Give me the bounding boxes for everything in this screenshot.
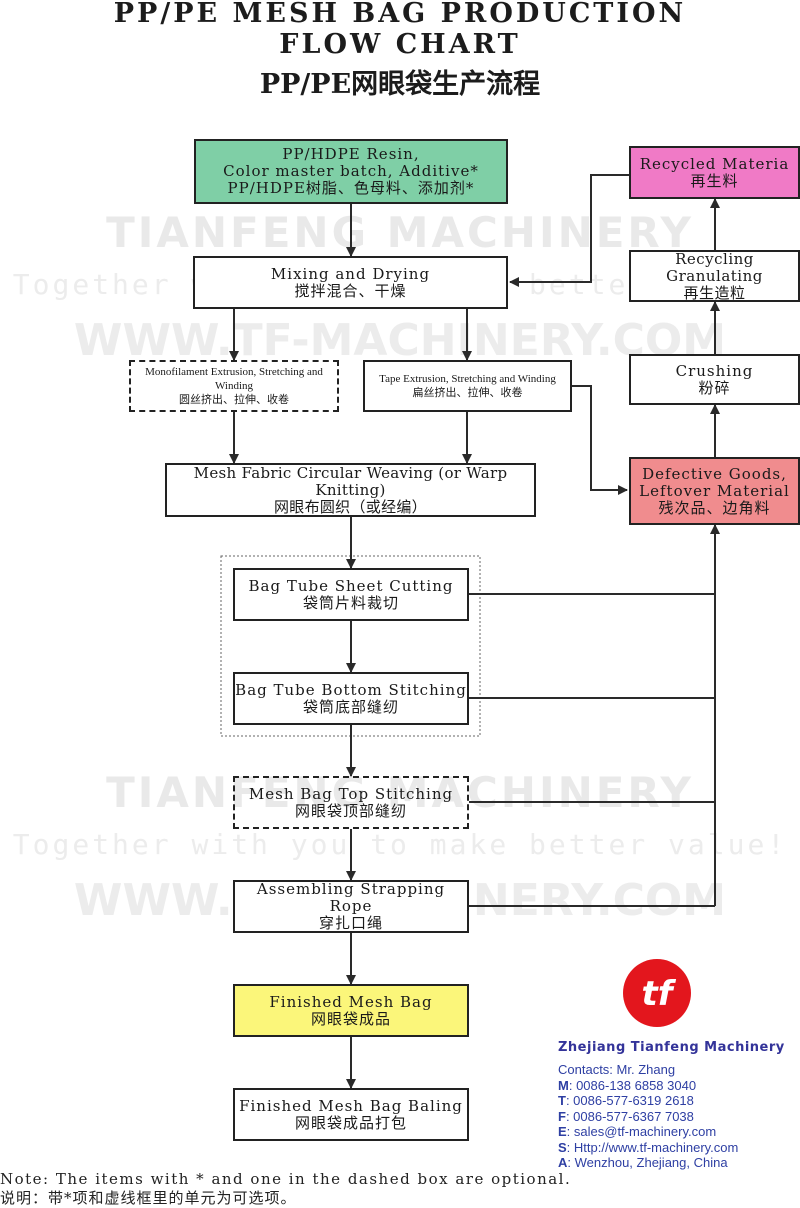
contact-mobile: M: 0086-138 6858 3040 xyxy=(558,1078,738,1094)
arrow-tape-defective xyxy=(572,385,628,495)
contact-site: S: Http://www.tf-machinery.com xyxy=(558,1140,738,1156)
node-crushing-cn: 粉碎 xyxy=(698,378,731,397)
contact-site-label: S xyxy=(558,1139,567,1155)
contact-address: A: Wenzhou, Zhejiang, China xyxy=(558,1155,738,1171)
node-rope: Assembling Strapping Rope 穿扎口绳 xyxy=(233,880,469,933)
node-tape: Tape Extrusion, Stretching and Winding 扁… xyxy=(363,360,572,412)
node-weaving: Mesh Fabric Circular Weaving (or Warp Kn… xyxy=(165,463,536,517)
note-cn: 说明：带*项和虚线框里的单元为可选项。 xyxy=(0,1189,297,1207)
node-weaving-cn: 网眼布圆织（或经编） xyxy=(273,497,427,516)
node-rope-cn: 穿扎口绳 xyxy=(318,914,383,932)
node-top: Mesh Bag Top Stitching 网眼袋顶部缝纫 xyxy=(233,776,469,829)
node-top-cn: 网眼袋顶部缝纫 xyxy=(294,801,407,820)
node-mixing: Mixing and Drying 搅拌混合、干燥 xyxy=(193,256,508,309)
contact-mobile-label: M xyxy=(558,1077,569,1093)
contact-address-value: : Wenzhou, Zhejiang, China xyxy=(567,1155,728,1170)
node-granulating-en: Recycling Granulating xyxy=(666,249,763,285)
node-monofilament-en: Monofilament Extrusion, Stretching and W… xyxy=(145,366,323,392)
watermark-url: WWW.TF-MACHINERY.COM xyxy=(73,315,727,366)
contact-fax-label: F xyxy=(558,1108,566,1124)
contact-email-value: : sales@tf-machinery.com xyxy=(566,1124,717,1139)
node-resin-cn: PP/HDPE树脂、色母料、添加剂* xyxy=(227,179,475,197)
node-cutting-cn: 袋筒片料裁切 xyxy=(302,593,399,612)
node-mixing-cn: 搅拌混合、干燥 xyxy=(294,281,407,300)
node-baling-cn: 网眼袋成品打包 xyxy=(294,1113,407,1132)
contact-email: E: sales@tf-machinery.com xyxy=(558,1124,738,1140)
contact-site-value: : Http://www.tf-machinery.com xyxy=(566,1139,739,1155)
contact-fax: F: 0086-577-6367 7038 xyxy=(558,1109,738,1125)
node-resin-en1: PP/HDPE Resin, xyxy=(282,145,420,163)
node-bottom: Bag Tube Bottom Stitching 袋筒底部缝纫 xyxy=(233,672,469,725)
node-defective-en2: Leftover Material xyxy=(639,481,790,500)
node-mixing-en: Mixing and Drying xyxy=(270,264,431,283)
node-bottom-en: Bag Tube Bottom Stitching xyxy=(235,680,467,699)
title-line-3: PP/PE网眼袋生产流程 xyxy=(259,69,541,100)
node-top-en: Mesh Bag Top Stitching xyxy=(248,784,454,803)
contact-email-label: E xyxy=(558,1124,567,1139)
node-baling-en: Finished Mesh Bag Baling xyxy=(239,1096,463,1115)
watermark-brand: TIANFENG MACHINERY xyxy=(106,208,694,257)
title-line-1: PP/PE MESH BAG PRODUCTION xyxy=(113,0,687,29)
title-line-2: FLOW CHART xyxy=(279,29,521,60)
node-resin: PP/HDPE Resin, Color master batch, Addit… xyxy=(194,139,508,204)
contacts-person: Contacts: Mr. Zhang xyxy=(558,1062,676,1077)
arrow-recycled-mixing xyxy=(509,174,629,287)
node-rope-en: Assembling Strapping Rope xyxy=(256,880,446,915)
node-finished-en: Finished Mesh Bag xyxy=(269,992,433,1011)
contact-tel-label: T xyxy=(558,1093,566,1108)
contact-block: Contacts: Mr. Zhang M: 0086-138 6858 304… xyxy=(558,1062,738,1171)
contact-tel-value: : 0086-577-6319 2618 xyxy=(565,1093,694,1108)
node-crushing: Crushing 粉碎 xyxy=(629,354,800,405)
node-recycled-cn: 再生料 xyxy=(690,171,739,190)
node-recycled-en: Recycled Materia xyxy=(639,154,790,173)
node-crushing-en: Crushing xyxy=(675,361,754,380)
node-finished-cn: 网眼袋成品 xyxy=(310,1009,391,1028)
watermark-slogan-2: Together with you to make better value! xyxy=(12,828,788,861)
node-granulating: Recycling Granulating 再生造粒 xyxy=(629,250,800,302)
note-en: Note: The items with * and one in the da… xyxy=(0,1170,572,1188)
contact-address-label: A xyxy=(558,1155,568,1170)
node-defective-en1: Defective Goods, xyxy=(642,464,787,483)
logo-text: tf xyxy=(641,974,676,1014)
node-resin-en2: Color master batch, Additive* xyxy=(223,162,479,180)
node-cutting-en: Bag Tube Sheet Cutting xyxy=(248,576,454,595)
node-monofilament: Monofilament Extrusion, Stretching and W… xyxy=(129,360,339,412)
node-tape-en: Tape Extrusion, Stretching and Winding xyxy=(379,373,556,385)
node-recycled: Recycled Materia 再生料 xyxy=(629,146,800,199)
node-defective-cn: 残次品、边角料 xyxy=(658,498,771,517)
contact-mobile-value: : 0086-138 6858 3040 xyxy=(568,1077,697,1093)
node-weaving-en: Mesh Fabric Circular Weaving (or Warp Kn… xyxy=(193,463,508,499)
tianfeng-logo-icon: tf xyxy=(623,959,691,1027)
node-finished: Finished Mesh Bag 网眼袋成品 xyxy=(233,984,469,1037)
node-cutting: Bag Tube Sheet Cutting 袋筒片料裁切 xyxy=(233,568,469,621)
company-name: Zhejiang Tianfeng Machinery xyxy=(558,1040,785,1055)
node-granulating-cn: 再生造粒 xyxy=(683,283,746,302)
node-defective: Defective Goods, Leftover Material 残次品、边… xyxy=(629,457,800,525)
contact-tel: T: 0086-577-6319 2618 xyxy=(558,1093,738,1109)
contact-fax-value: : 0086-577-6367 7038 xyxy=(565,1108,694,1124)
node-tape-cn: 扁丝挤出、拉伸、收卷 xyxy=(412,387,523,399)
node-bottom-cn: 袋筒底部缝纫 xyxy=(302,697,399,716)
node-monofilament-cn: 圆丝挤出、拉伸、收卷 xyxy=(179,394,289,406)
node-baling: Finished Mesh Bag Baling 网眼袋成品打包 xyxy=(233,1088,469,1141)
